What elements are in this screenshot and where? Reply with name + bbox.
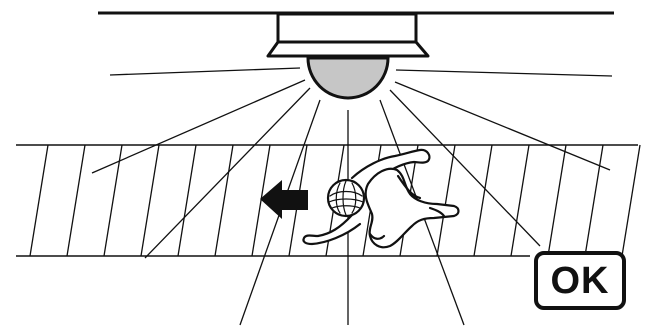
walking-person-top-view [302,148,460,249]
floor-hatch-line [584,144,604,257]
sensor-housing [266,12,430,58]
floor-hatch-line [29,144,49,257]
floor-hatch-line [510,144,530,257]
floor-hatch-line [177,144,197,257]
floor-hatch-line [103,144,123,257]
floor-hatch-line [621,144,641,257]
motion-sensor [306,56,390,100]
floor-hatch-line [251,144,271,257]
floor-hatch-line [214,144,234,257]
ok-badge: OK [534,251,626,310]
detection-rays [91,67,613,326]
floor-hatch-line [140,144,160,257]
floor-hatch-line [66,144,86,257]
floor-hatch-line [547,144,567,257]
ok-label: OK [550,259,610,302]
movement-direction-arrow [260,180,308,219]
floor-hatch-line [436,144,456,257]
floor-hatch-line [473,144,493,257]
